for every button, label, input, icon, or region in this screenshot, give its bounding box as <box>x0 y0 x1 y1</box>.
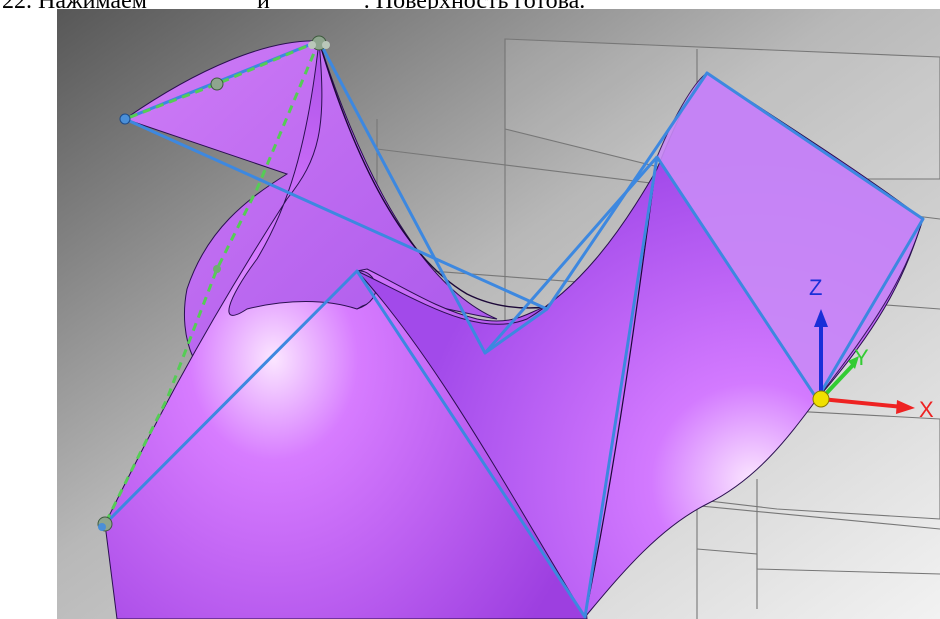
origin-point-icon <box>812 390 830 408</box>
viewport-scene[interactable] <box>57 9 940 619</box>
axis-label-z: Z <box>809 275 823 300</box>
boundary-curves[interactable] <box>103 39 925 619</box>
step-number: 22. <box>2 0 32 14</box>
control-points[interactable] <box>97 35 330 532</box>
axis-label-x: X <box>919 397 934 422</box>
guide-curve[interactable] <box>103 39 321 525</box>
axis-label-y: Y <box>854 345 869 370</box>
surface-right-flap[interactable] <box>656 72 924 400</box>
surface-left-sheet[interactable] <box>104 40 588 619</box>
coordinate-triad-icon <box>812 309 915 414</box>
surface-crease <box>318 40 548 309</box>
cad-3d-viewport[interactable]: Z Y X <box>57 9 940 619</box>
